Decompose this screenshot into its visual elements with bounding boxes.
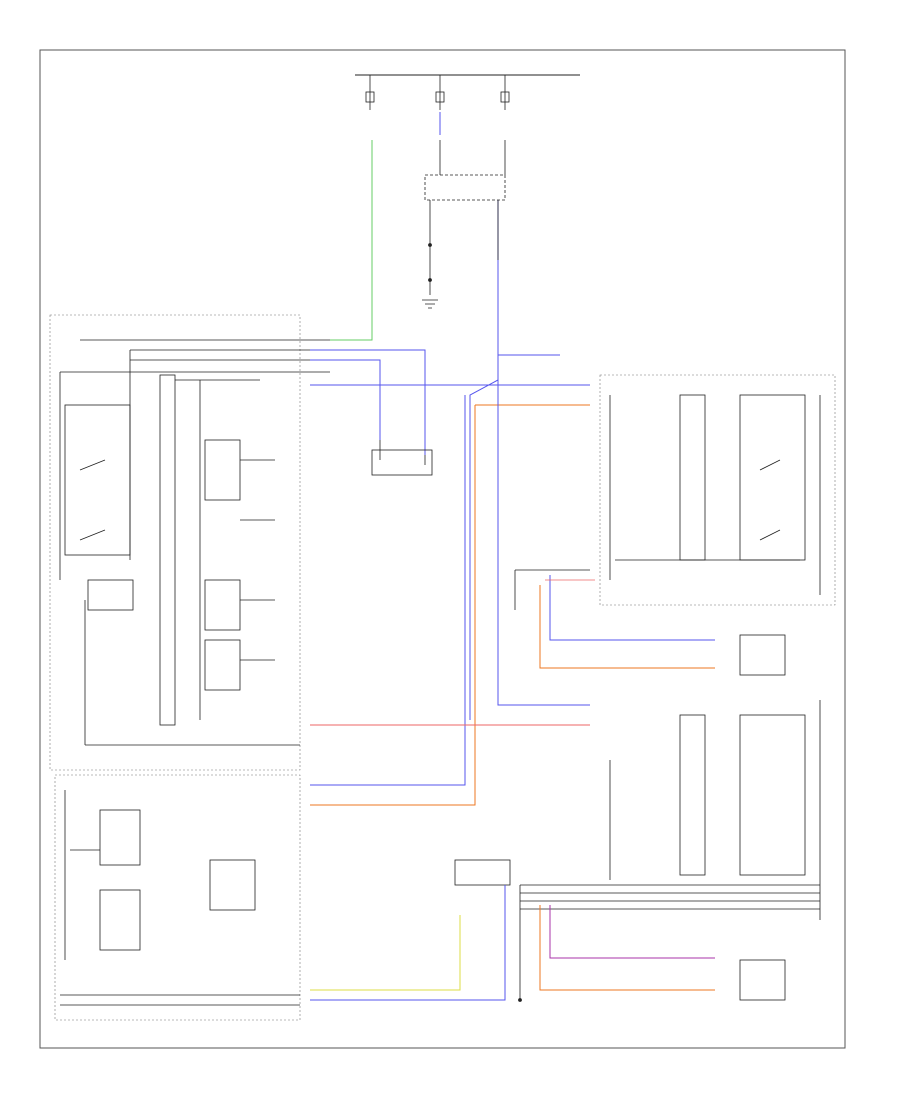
right-rear-motor-box bbox=[739, 959, 786, 1001]
blue-wire-lower bbox=[310, 395, 466, 786]
left-relay-region bbox=[49, 314, 301, 771]
blue-wire-to-right bbox=[497, 380, 590, 706]
left-relay-internals bbox=[59, 350, 300, 746]
blue-wire-1 bbox=[310, 349, 426, 455]
front-switch-internals bbox=[60, 790, 300, 1006]
front-switch-assembly-region bbox=[54, 774, 301, 1021]
front-passenger-switch-box bbox=[454, 859, 511, 886]
left-bus-lines bbox=[60, 339, 330, 373]
orange-wire-motor-lr bbox=[539, 585, 715, 669]
upper-junction-block bbox=[422, 140, 506, 309]
front-motor-ground bbox=[518, 885, 522, 1002]
blue-wire-2 bbox=[310, 359, 381, 440]
page-frame bbox=[39, 49, 846, 1049]
left-rear-switch-region bbox=[599, 374, 836, 606]
orange-wire-motor-rr bbox=[539, 905, 715, 991]
green-wire bbox=[330, 140, 373, 341]
right-rear-switch-internals bbox=[520, 700, 821, 920]
left-rear-motor-box bbox=[739, 634, 786, 676]
purple-wire-motor-rr bbox=[549, 905, 715, 959]
passenger-switch-box bbox=[371, 440, 433, 476]
fuse-drops bbox=[365, 75, 510, 110]
blue-wire-motor-lr bbox=[549, 575, 715, 641]
blue-wire-down bbox=[469, 200, 499, 720]
orange-wire-down bbox=[310, 405, 476, 806]
yellow-wire bbox=[310, 915, 461, 991]
left-rear-switch-internals bbox=[609, 394, 821, 595]
ground-mid bbox=[514, 569, 590, 610]
blue-wire-bottom bbox=[310, 885, 506, 1001]
